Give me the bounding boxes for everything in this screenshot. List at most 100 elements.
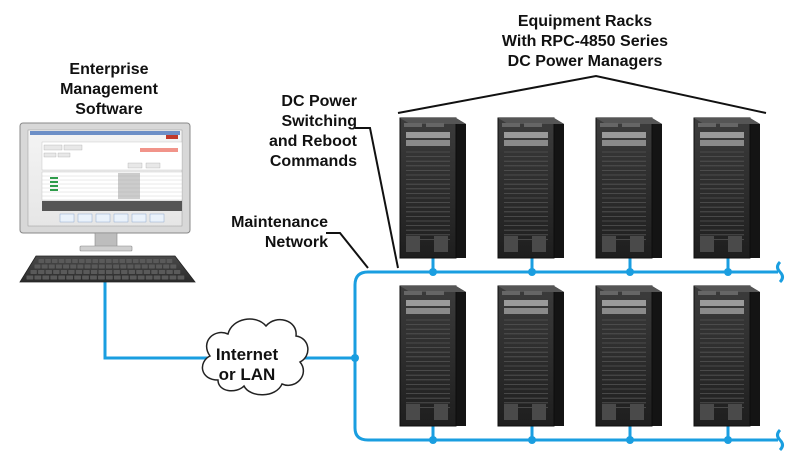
network-nodes — [351, 268, 732, 444]
keyboard-key — [84, 264, 91, 269]
monitor-base — [79, 245, 133, 252]
keyboard-key — [148, 264, 155, 269]
keyboard-key — [163, 264, 170, 269]
keyboard-key — [68, 270, 75, 274]
keyboard-key — [141, 264, 148, 269]
keyboard-key — [48, 264, 55, 269]
software-line-2: Management — [60, 81, 158, 98]
keyboard-key — [143, 270, 151, 274]
software-line-1: Enterprise — [69, 61, 149, 78]
keyboard-keys — [26, 259, 185, 280]
keyboard-key — [53, 270, 60, 274]
keyboard-key — [91, 264, 98, 269]
keyboard-key — [75, 270, 83, 274]
keyboard-key — [34, 275, 42, 280]
keyboard-key — [72, 259, 78, 263]
cloud — [201, 318, 309, 396]
keyboard-key — [158, 270, 166, 274]
keyboard-key — [153, 259, 159, 263]
keyboard-key — [106, 259, 112, 263]
racks-bracket — [397, 74, 767, 114]
commands-line-1: DC Power — [281, 93, 357, 110]
keyboard-key — [121, 275, 129, 280]
network-line-2: Network — [264, 234, 328, 251]
power-commands-label: DC Power Switching and Reboot Commands — [235, 92, 357, 172]
cloud-line-1: Internet — [215, 345, 279, 364]
keyboard-key — [106, 270, 113, 274]
break-mark-bottom — [776, 428, 784, 452]
keyboard-key — [45, 270, 52, 274]
equipment-racks-label: Equipment Racks With RPC-4850 Series DC … — [455, 12, 715, 72]
keyboard-key — [98, 264, 105, 269]
internet-lan-label: Internet or LAN — [212, 345, 282, 385]
keyboard-key — [55, 264, 62, 269]
keyboard-key — [42, 275, 50, 280]
keyboard-key — [145, 275, 153, 280]
keyboard-key — [98, 275, 105, 280]
keyboard-key — [113, 270, 120, 274]
commands-line-4: Commands — [269, 153, 357, 170]
racks-line-1: Equipment Racks — [517, 13, 653, 30]
keyboard-key — [119, 259, 126, 263]
keyboard-key — [77, 264, 84, 269]
keyboard-key — [63, 264, 70, 269]
keyboard-key — [52, 259, 58, 263]
link-computer-cloud — [103, 282, 210, 360]
keyboard-key — [82, 275, 89, 280]
keyboard-key — [156, 264, 162, 269]
equipment-rack — [399, 285, 466, 427]
keyboard-key — [98, 270, 105, 274]
software-screen-content — [30, 131, 183, 223]
keyboard-key — [83, 270, 90, 274]
software-line-3: Software — [75, 101, 143, 118]
keyboard-key — [50, 275, 58, 280]
keyboard-key — [70, 264, 77, 269]
keyboard-key — [90, 275, 97, 280]
keyboard-key — [137, 275, 145, 280]
network-pointer — [326, 232, 369, 269]
keyboard-key — [126, 259, 132, 263]
keyboard-key — [41, 264, 48, 269]
keyboard-key — [106, 264, 112, 269]
computer-workstation — [19, 122, 196, 283]
keyboard-key — [45, 259, 51, 263]
keyboard-key — [160, 259, 166, 263]
keyboard-key — [79, 259, 85, 263]
keyboard-key — [129, 275, 137, 280]
keyboard-key — [146, 259, 153, 263]
keyboard-key — [169, 275, 177, 280]
enterprise-software-label: Enterprise Management Software — [50, 60, 168, 120]
maintenance-network-label: Maintenance Network — [200, 213, 328, 253]
break-mark-top — [776, 260, 784, 284]
equipment-rack — [399, 117, 466, 259]
keyboard-key — [34, 264, 41, 269]
keyboard-key — [106, 275, 113, 280]
keyboard-key — [170, 264, 177, 269]
keyboard-key — [38, 259, 45, 263]
keyboard-key — [113, 264, 120, 269]
keyboard-key — [177, 275, 185, 280]
racks-line-3: DC Power Managers — [507, 53, 663, 70]
keyboard-key — [136, 270, 143, 274]
keyboard-key — [58, 259, 65, 263]
racks-line-2: With RPC-4850 Series — [501, 33, 669, 50]
keyboard-key — [74, 275, 81, 280]
keyboard-key — [128, 270, 135, 274]
keyboard-key — [99, 259, 105, 263]
keyboard-key — [134, 264, 141, 269]
keyboard-key — [161, 275, 169, 280]
equipment-rack — [497, 117, 564, 259]
keyboard-key — [151, 270, 158, 274]
keyboard-key — [60, 270, 68, 274]
keyboard-key — [38, 270, 45, 274]
keyboard-key — [112, 259, 119, 263]
keyboard-key — [166, 259, 173, 263]
keyboard-key — [120, 264, 127, 269]
keyboard-key — [113, 275, 121, 280]
network-line-1: Maintenance — [231, 214, 328, 231]
keyboard-key — [58, 275, 66, 280]
equipment-rack — [693, 285, 760, 427]
commands-line-3: and Reboot — [269, 133, 357, 150]
keyboard-key — [166, 270, 173, 274]
